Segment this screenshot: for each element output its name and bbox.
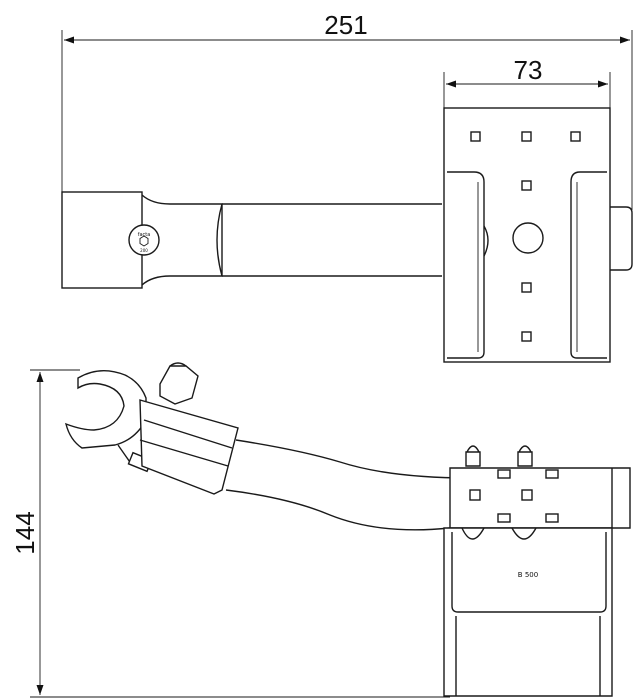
logo-disk bbox=[128, 224, 160, 256]
bolt-right bbox=[517, 445, 533, 467]
top-nut bbox=[159, 365, 199, 405]
plate-square-hole bbox=[570, 131, 581, 142]
top-view: facta 200 bbox=[61, 107, 633, 363]
bolt-left bbox=[465, 445, 481, 467]
side-view: B 500 bbox=[64, 362, 631, 697]
plate-square-hole bbox=[521, 331, 532, 342]
side-bracket bbox=[449, 467, 631, 529]
angled-clamp-block bbox=[139, 399, 239, 495]
clamp-marking: B 500 bbox=[518, 571, 538, 579]
logo-text-bottom: 200 bbox=[140, 248, 148, 253]
logo-text-top: facta bbox=[138, 232, 151, 238]
dimension-text-144: 144 bbox=[10, 511, 40, 554]
dimension-overall-width: 251 bbox=[61, 10, 633, 210]
dimension-text-251: 251 bbox=[324, 10, 367, 40]
plate-square-hole bbox=[521, 282, 532, 293]
plate-square-hole bbox=[521, 131, 532, 142]
dimension-text-73: 73 bbox=[514, 55, 543, 85]
mounting-plate-top bbox=[443, 107, 611, 363]
plate-square-hole bbox=[521, 180, 532, 191]
plate-square-hole bbox=[470, 131, 481, 142]
dimension-height: 144 bbox=[10, 369, 450, 698]
dimension-plate-width: 73 bbox=[443, 55, 611, 108]
round-clamp-jaw bbox=[64, 370, 147, 449]
plate-center-hole bbox=[512, 222, 544, 254]
